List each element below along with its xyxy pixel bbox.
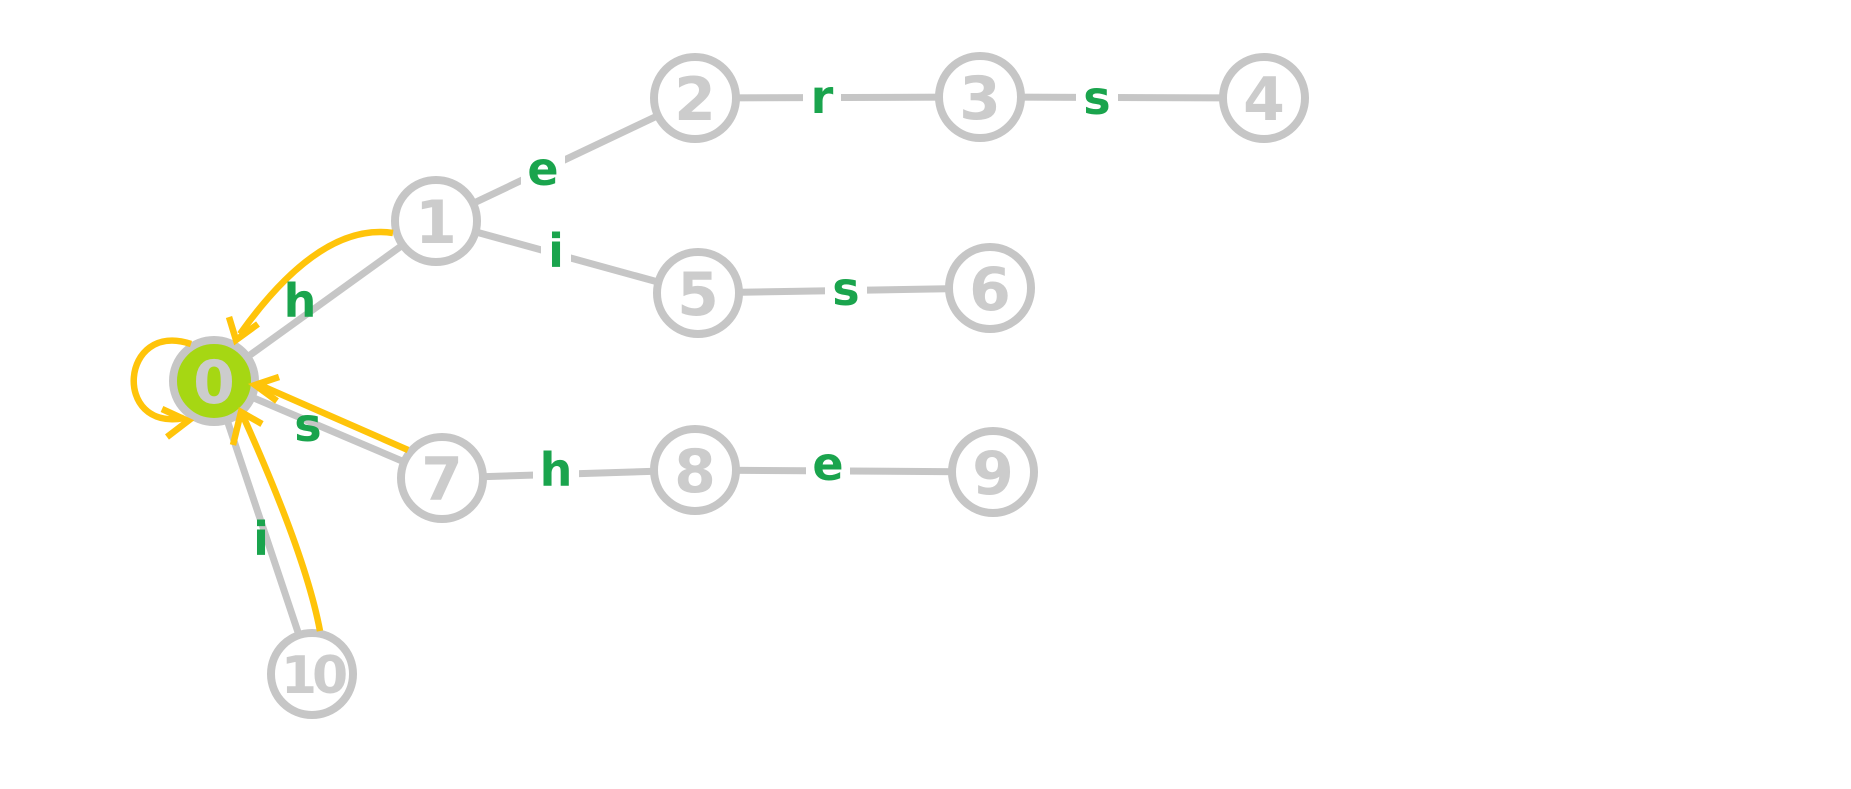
suffix-arrowhead-1-0	[225, 316, 260, 346]
node-circle-9	[948, 427, 1038, 517]
node-circle-5	[653, 248, 743, 338]
tree-edge-0-10	[210, 379, 316, 676]
edge-label-bg-1-2	[521, 150, 565, 188]
node-circle-4	[1219, 53, 1309, 143]
edge-label-1-5: i	[548, 224, 564, 278]
node-label-5: 5	[677, 260, 719, 330]
suffix-arrowhead-7-0	[247, 373, 281, 404]
edge-label-0-7: s	[294, 398, 321, 452]
node-circle-7	[397, 433, 487, 523]
node-circle-2	[650, 53, 740, 143]
node-label-7: 7	[421, 445, 463, 515]
node-label-4: 4	[1243, 65, 1285, 135]
suffix-edge-10-0	[240, 414, 324, 632]
node-label-2: 2	[674, 65, 716, 135]
tree-edge-1-2	[434, 94, 697, 225]
tree-edge-0-1	[211, 218, 439, 384]
edge-label-bg-1-5	[541, 226, 571, 276]
node-label-9: 9	[972, 439, 1014, 509]
suffix-edge-1-0	[237, 228, 394, 336]
edge-label-8-9: e	[812, 437, 843, 491]
edge-label-bg-3-4	[1076, 79, 1118, 117]
node-circle-1	[391, 176, 481, 266]
node-label-8: 8	[674, 437, 716, 507]
node-label-3: 3	[959, 64, 1001, 134]
edge-label-bg-2-3	[803, 78, 841, 116]
node-circle-6	[945, 243, 1035, 333]
suffix-edge-7-0	[260, 383, 410, 453]
edge-label-3-4: s	[1083, 71, 1110, 125]
edge-label-0-10: i	[253, 512, 269, 566]
edge-label-7-8: h	[540, 443, 573, 497]
node-label-10: 10	[281, 646, 346, 706]
node-circle-10	[267, 629, 357, 719]
node-label-1: 1	[415, 188, 457, 258]
node-circle-0	[169, 336, 259, 426]
edge-label-1-2: e	[527, 142, 558, 196]
edge-label-bg-8-9	[806, 445, 850, 483]
suffix-arrowhead-10-0	[229, 407, 264, 446]
edge-label-bg-7-8	[533, 446, 579, 494]
node-circle-3	[935, 52, 1025, 142]
node-label-6: 6	[969, 255, 1011, 325]
edge-label-5-6: s	[832, 262, 859, 316]
suffix-arrowhead-0-0	[160, 406, 195, 440]
suffix-edge-0-0	[130, 337, 193, 423]
edge-label-bg-5-6	[825, 270, 867, 308]
tree-edge-3-4	[979, 93, 1265, 102]
node-label-0: 0	[193, 348, 235, 418]
edge-label-0-1: h	[284, 274, 317, 328]
edge-label-2-3: r	[811, 70, 834, 124]
node-circle-8	[650, 425, 740, 515]
